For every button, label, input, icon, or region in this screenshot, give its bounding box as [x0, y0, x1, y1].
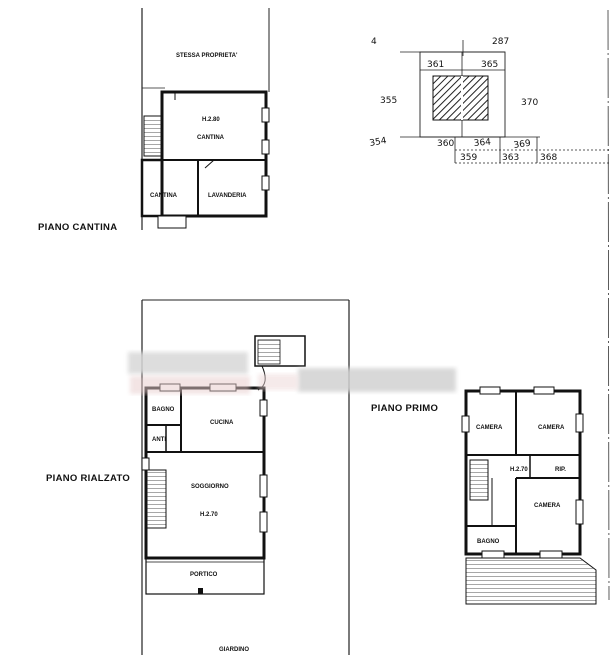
primo-height-label: H.2.70 — [510, 467, 528, 473]
cantina-small-label: CANTINA — [150, 193, 178, 199]
parcel-365: 365 — [481, 60, 498, 70]
piano-primo: PIANO PRIMO CAMERA CAMERA H.2.70 RIP. CA… — [371, 386, 597, 605]
sheet-number: 4 — [371, 37, 377, 47]
cantina-main-label: CANTINA — [197, 135, 225, 141]
giardino-label: GIARDINO — [219, 647, 249, 653]
parcel-360: 360 — [437, 139, 454, 149]
piano-primo-title: PIANO PRIMO — [371, 403, 438, 414]
primo-camera-left-label: CAMERA — [476, 425, 503, 431]
redaction-area — [128, 352, 456, 394]
parcel-363: 363 — [502, 153, 519, 163]
cadastral-map: 4 287 361 365 355 370 354 360 364 369 35… — [369, 37, 610, 164]
parcel-368: 368 — [540, 153, 557, 163]
primo-camera-bottom-label: CAMERA — [534, 503, 561, 509]
parcel-364: 364 — [473, 138, 491, 149]
rialzato-anti-label: ANTI — [152, 437, 166, 443]
rialzato-height-label: H.2.70 — [200, 512, 218, 518]
portico-label: PORTICO — [190, 572, 218, 578]
parcel-359: 359 — [460, 153, 477, 163]
piano-cantina-title: PIANO CANTINA — [38, 222, 117, 233]
piano-cantina: STESSA PROPRIETA' H.2.80 CANTINA CANTINA… — [38, 8, 270, 233]
cantina-height-label: H.2.80 — [202, 117, 220, 123]
parcel-355: 355 — [380, 96, 397, 106]
parcel-354: 354 — [369, 136, 388, 149]
parcel-361: 361 — [427, 60, 444, 70]
parcel-370: 370 — [521, 98, 538, 108]
cantina-stessa-proprieta-label: STESSA PROPRIETA' — [176, 53, 238, 59]
rialzato-bagno-label: BAGNO — [152, 407, 175, 413]
primo-rip-label: RIP. — [555, 467, 566, 473]
rialzato-cucina-label: CUCINA — [210, 420, 234, 426]
primo-camera-right-label: CAMERA — [538, 425, 565, 431]
parcel-287: 287 — [492, 37, 509, 47]
piano-rialzato-title: PIANO RIALZATO — [46, 473, 130, 484]
rialzato-soggiorno-label: SOGGIORNO — [191, 484, 229, 490]
lavanderia-label: LAVANDERIA — [208, 193, 247, 199]
primo-bagno-label: BAGNO — [477, 539, 500, 545]
parcel-369: 369 — [513, 139, 532, 151]
